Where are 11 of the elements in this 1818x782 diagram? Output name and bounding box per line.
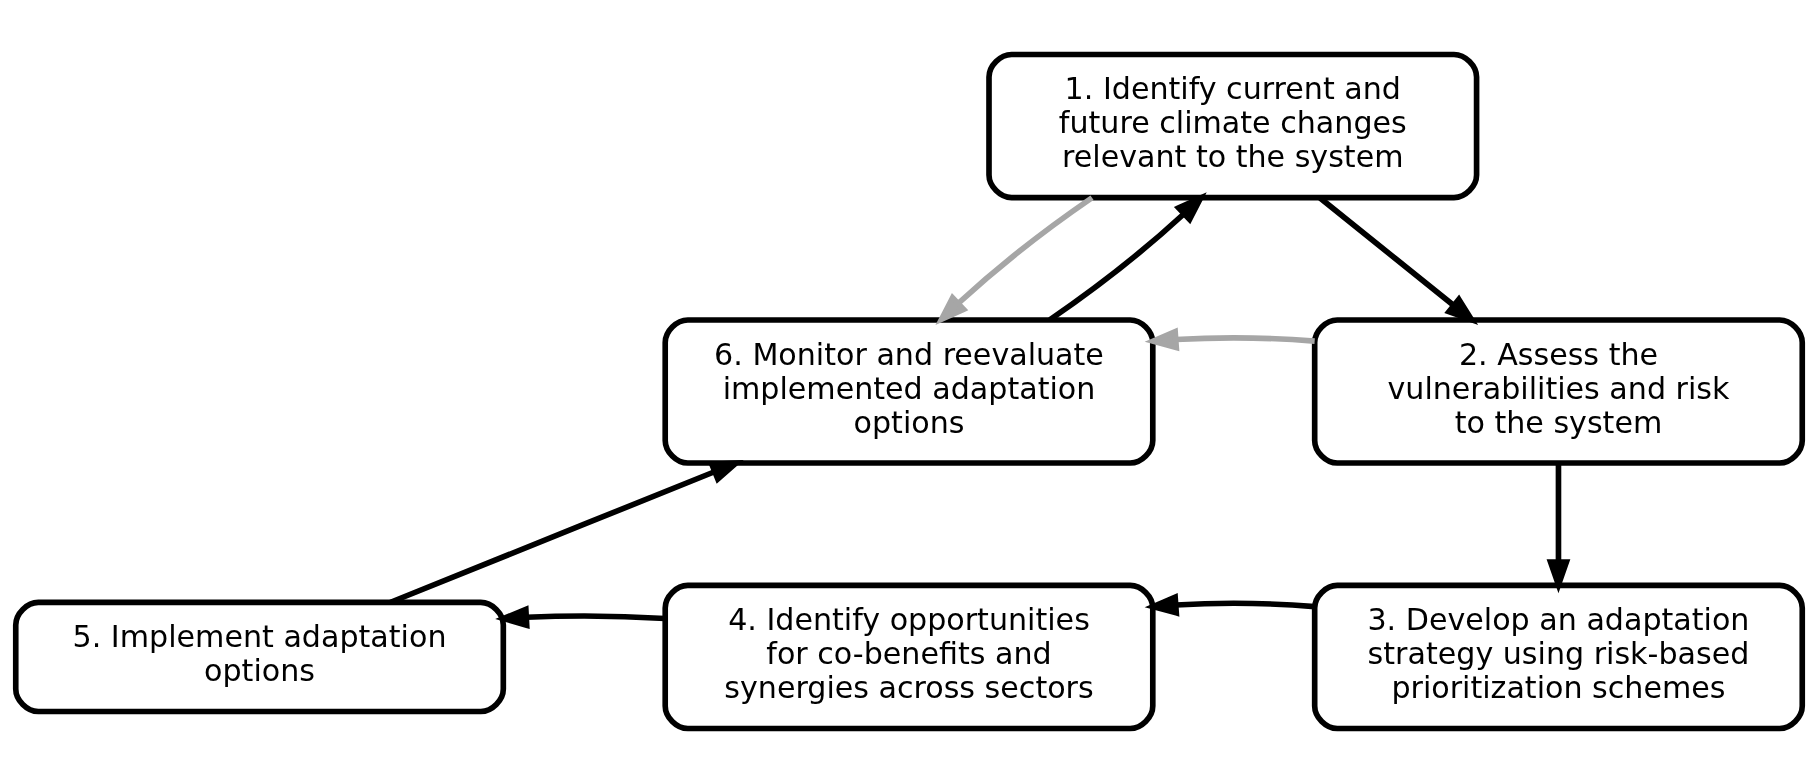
node-box: 6. Monitor and reevaluate implemented adaptation options [662, 316, 1156, 466]
arrow [1144, 327, 1315, 351]
arrow [1546, 463, 1571, 593]
node-box: 1. Identify current and future climate changes relevant to the system [986, 51, 1480, 200]
node-box: 2. Assess the vulnerabilities and risk to the system [1311, 316, 1806, 466]
arrow [935, 194, 1094, 325]
node-box: 4. Identify opportunities for co-benefits and synergies across sectors [662, 582, 1156, 731]
arrow [1144, 592, 1315, 617]
node-box: 5. Implement adaptation options [12, 599, 507, 714]
arrow [495, 604, 666, 629]
node-box: 3. Develop an adaptation strategy using risk-based prioritization schemes [1311, 582, 1806, 731]
